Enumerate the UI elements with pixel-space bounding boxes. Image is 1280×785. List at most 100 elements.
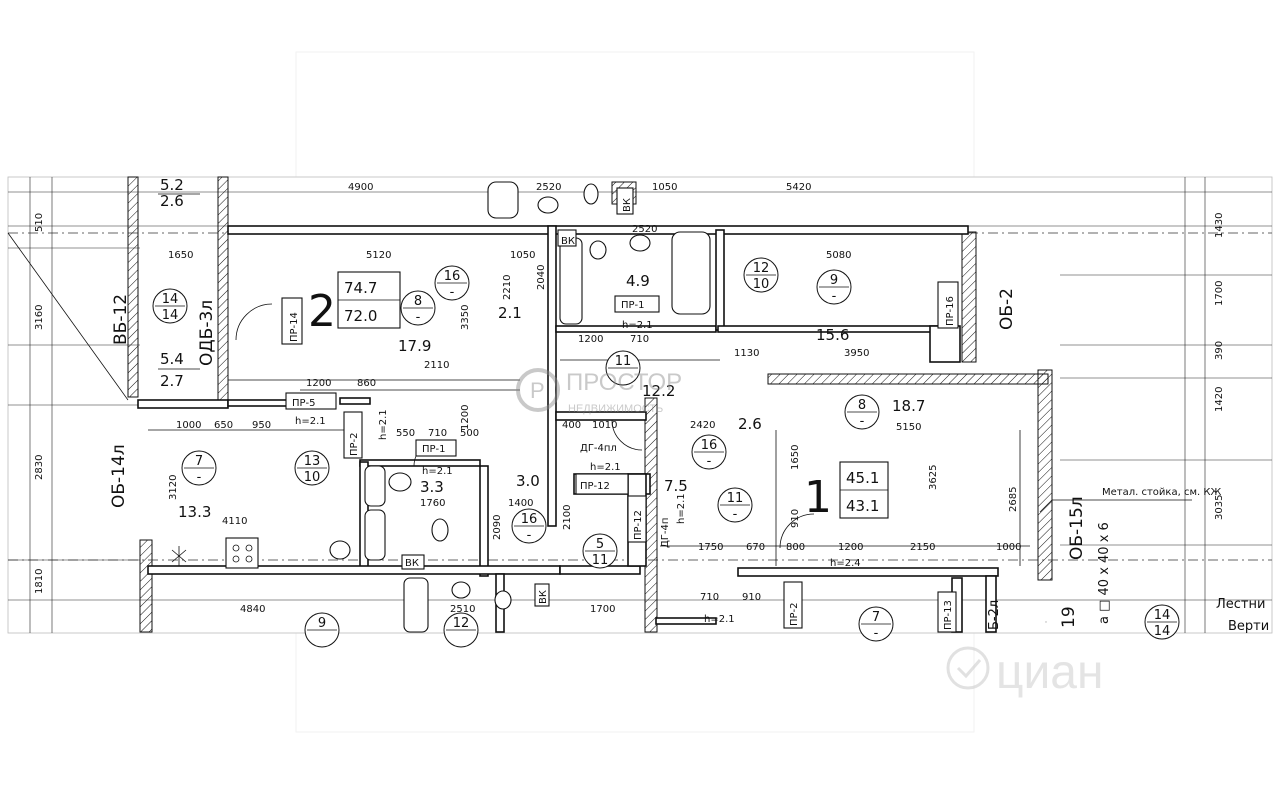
room-marker: 16- [434, 265, 470, 301]
apartment-2-area-box [337, 271, 401, 329]
plan-labels: 2 74.7 72.0 1 45.1 43.1 17.9 13.3 12.2 1… [34, 176, 1269, 634]
room-number: 13 [304, 454, 321, 469]
dimension: 390 [1214, 341, 1225, 360]
fixture-label: ВК [405, 558, 419, 569]
room-value: - [450, 285, 455, 300]
dimension: 5150 [896, 422, 921, 433]
small-area: 2.1 [498, 304, 522, 322]
room-value: - [733, 507, 738, 522]
dimension: 860 [357, 378, 376, 389]
apartment-living-area: 43.1 [846, 497, 879, 515]
element-label: ОБ-2 [997, 288, 1017, 330]
room-value: 10 [753, 277, 770, 292]
dimension: 1700 [1214, 281, 1225, 306]
room-marker: 16- [511, 508, 547, 544]
fixture-label: ВК [622, 198, 633, 212]
room-marker: 7- [858, 606, 894, 642]
dimension: 1650 [790, 445, 801, 470]
room-marker: 11- [717, 487, 753, 523]
dimension: 1400 [508, 498, 533, 509]
dimension: 1050 [652, 182, 677, 193]
stair-sublabel: Верти [1228, 619, 1269, 634]
element-label: ПР-16 [945, 296, 956, 326]
room-value: - [832, 289, 837, 304]
prostor-watermark: P ПРОСТОР НЕДВИЖИМОСТЬ [516, 368, 682, 415]
dimension: 950 [252, 420, 271, 431]
room-value: - [707, 454, 712, 469]
element-label: ОДБ-3л [197, 300, 217, 366]
room-marker: 16- [691, 434, 727, 470]
room-area: 15.6 [816, 326, 849, 344]
element-label: ПР-12 [580, 481, 610, 492]
room-value: - [874, 626, 879, 641]
room-number: 7 [872, 610, 880, 625]
dimension: 4110 [222, 516, 247, 527]
dimension: 1010 [592, 420, 617, 431]
room-number: 9 [318, 616, 326, 631]
room-value: 10 [304, 470, 321, 485]
room-number: 11 [615, 354, 632, 369]
dimension: 2110 [424, 360, 449, 371]
svg-text:P: P [530, 378, 545, 403]
room-area: 18.7 [892, 397, 925, 415]
dimension: 1700 [590, 604, 615, 615]
dimension: 3350 [460, 305, 471, 330]
watermark-subtext: НЕДВИЖИМОСТЬ [568, 403, 663, 415]
room-number: 16 [521, 512, 538, 527]
room-value: 14 [162, 308, 179, 323]
dimension: 710 [700, 592, 719, 603]
dimension: 1200 [306, 378, 331, 389]
dimension: 5120 [366, 250, 391, 261]
room-number: 5 [596, 537, 604, 552]
room-marker: 511 [582, 533, 618, 569]
element-label-boxes [281, 281, 959, 633]
room-marker: 7- [181, 450, 217, 486]
room-number: 11 [727, 491, 744, 506]
element-label: ПР-13 [943, 600, 954, 630]
room-value: 11 [592, 553, 609, 568]
apartment-number: 2 [308, 286, 336, 337]
dimension: 710 [630, 334, 649, 345]
dimension: 1050 [510, 250, 535, 261]
dimension: 2520 [536, 182, 561, 193]
element-label: ПР-1 [621, 300, 645, 311]
dimension: 510 [34, 213, 45, 232]
dimension: 910 [790, 509, 801, 528]
apartment-total-area: 45.1 [846, 469, 879, 487]
apartment-number: 1 [804, 472, 832, 523]
room-marker: 8- [400, 290, 436, 326]
room-number: 16 [701, 438, 718, 453]
stair-label: Лестни [1216, 597, 1265, 612]
dimension: 1750 [698, 542, 723, 553]
dimension: 1810 [34, 569, 45, 594]
height-mark: h=2.1 [590, 462, 621, 473]
room-number: 14 [1154, 608, 1171, 623]
room-number: 9 [830, 273, 838, 288]
dimension: 2210 [502, 275, 513, 300]
dimension: 4900 [348, 182, 373, 193]
dimension: 1130 [734, 348, 759, 359]
apartment-total-area: 74.7 [344, 279, 377, 297]
dimension: 4840 [240, 604, 265, 615]
axis-mark: 19 [1059, 606, 1079, 628]
element-label: ПР-1 [422, 444, 446, 455]
room-value: - [860, 414, 865, 429]
fixture-label: ВК [561, 236, 575, 247]
element-label: ПР-2 [349, 432, 360, 456]
height-mark: h=2.1 [622, 320, 653, 331]
dimension: 1760 [420, 498, 445, 509]
dimension: 1200 [578, 334, 603, 345]
watermark-text: ПРОСТОР [566, 369, 682, 396]
column-annotation: Метал. стойка, см. КЖ [1102, 487, 1221, 498]
room-number: 7 [195, 454, 203, 469]
room-value: 14 [1154, 624, 1171, 639]
dimension: 2685 [1008, 487, 1019, 512]
small-area: 3.3 [420, 478, 444, 496]
room-number: 12 [753, 261, 770, 276]
dimension: 1430 [1214, 213, 1225, 238]
dimension: 2830 [34, 455, 45, 480]
